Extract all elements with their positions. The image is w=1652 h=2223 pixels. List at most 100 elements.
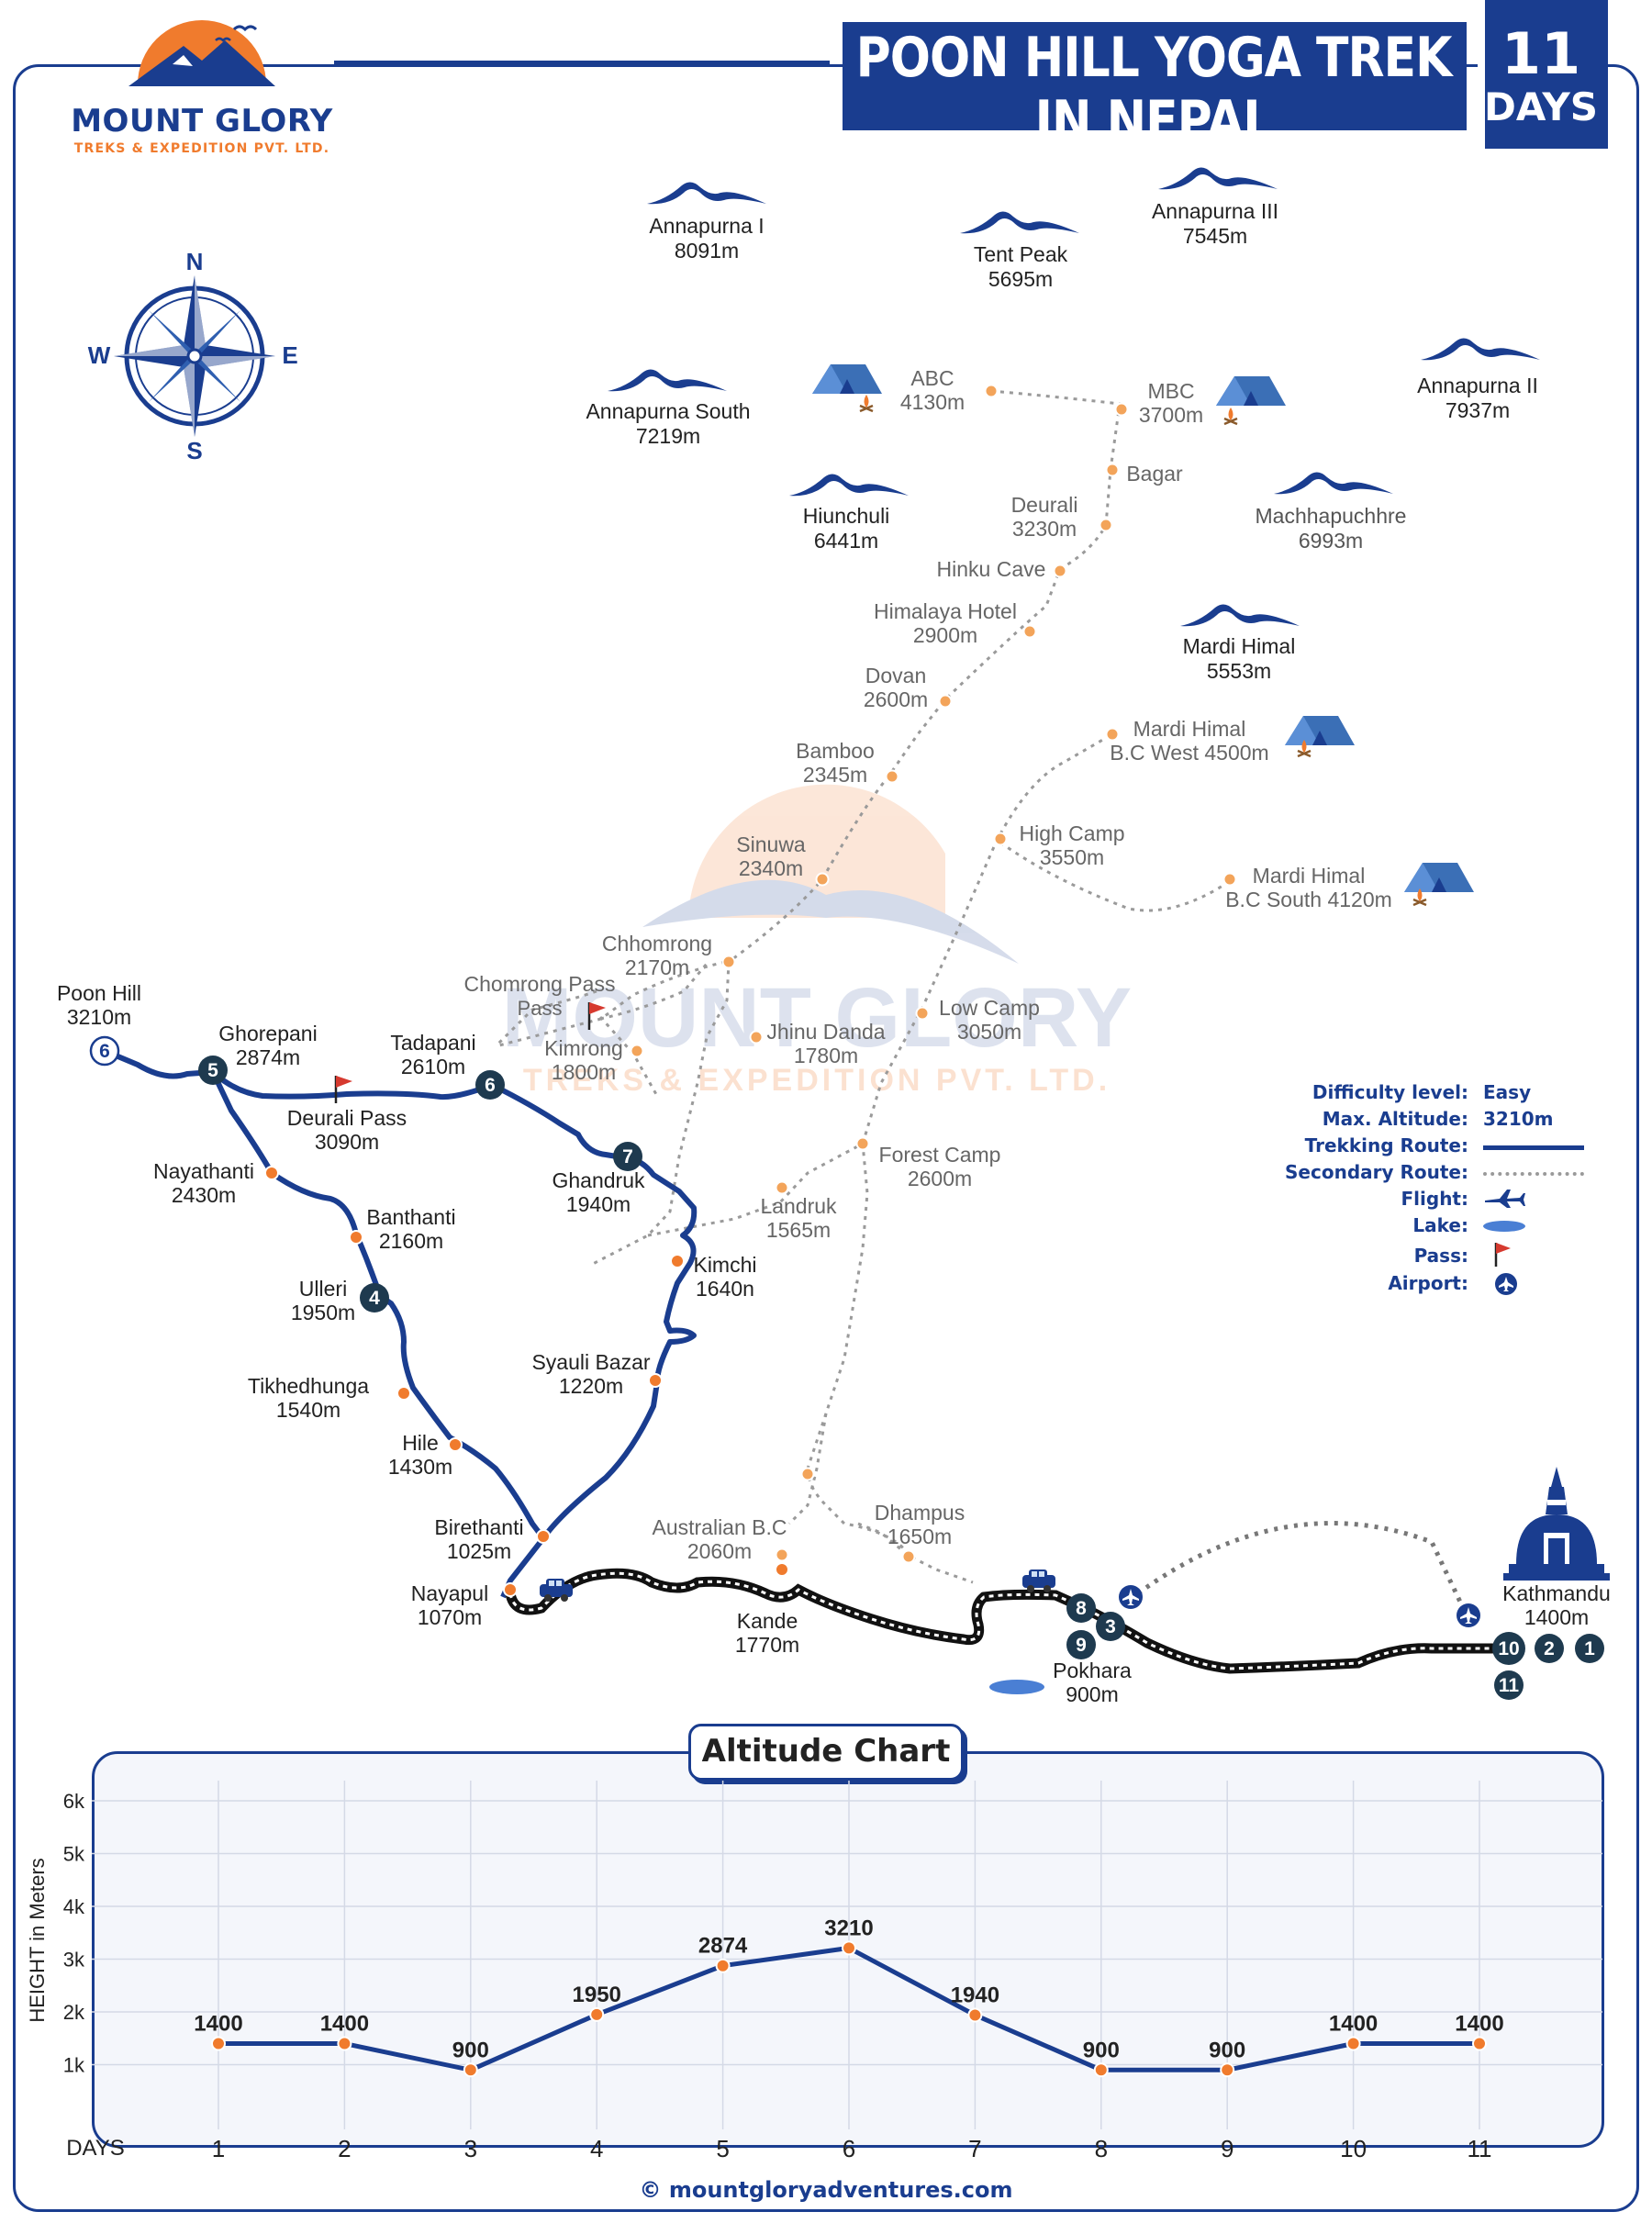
trek-route-east <box>103 1048 698 1599</box>
place-alt: 2610m <box>401 1055 465 1078</box>
place-alt: 3700m <box>1139 403 1203 427</box>
day-marker: 6 <box>99 1041 110 1062</box>
y-tick-label: 3k <box>63 1949 85 1972</box>
chart-grid <box>92 1781 1602 2129</box>
place-name: Himalaya Hotel <box>874 599 1017 623</box>
x-tick-label: 1 <box>212 2135 225 2162</box>
day-marker: 1 <box>1584 1638 1595 1659</box>
campfire-icon <box>858 393 875 413</box>
tent-icon <box>1285 716 1355 745</box>
x-tick-label: 9 <box>1221 2135 1233 2162</box>
place-name: Dovan <box>865 664 926 687</box>
chart-point <box>1093 2062 1109 2078</box>
x-tick-label: 2 <box>338 2135 351 2162</box>
place-alt: 2345m <box>803 763 867 787</box>
peak-alt: 5553m <box>1207 659 1271 683</box>
place-alt: 1540m <box>276 1398 340 1422</box>
page-title: POON HILL YOGA TREK IN NEPAL <box>855 27 1453 153</box>
place-name: Kimrong <box>544 1036 623 1060</box>
place-alt: 1430m <box>388 1455 452 1479</box>
footer: © mountgloryadventures.com <box>0 2177 1652 2203</box>
place-name: Chomrong Pass <box>464 972 616 996</box>
airport-icon <box>1495 1273 1517 1295</box>
stop-dots <box>630 384 1237 1564</box>
place-name: Australian B.C <box>652 1515 787 1539</box>
place-name: High Camp <box>1019 821 1124 845</box>
place-alt: 2600m <box>908 1167 972 1190</box>
car-icon <box>1022 1570 1055 1592</box>
secondary-route-swatch <box>1483 1172 1584 1176</box>
chart-point <box>1220 2062 1235 2078</box>
legend-flight: Flight: <box>1257 1188 1606 1214</box>
place-alt: 1800m <box>552 1060 616 1084</box>
page-frame <box>13 64 1639 2212</box>
place-alt: 2430m <box>172 1183 236 1207</box>
place-alt: 2170m <box>625 955 689 979</box>
place-labels: ABC 4130m MBC 3700m Bagar Deurali 3230m … <box>57 366 1611 1706</box>
place-alt: 4130m <box>900 390 965 414</box>
stupa-icon <box>1503 1467 1610 1581</box>
place-name: Ghandruk <box>552 1168 645 1192</box>
peak-name: Mardi Himal <box>1183 634 1296 658</box>
x-tick-label: 4 <box>590 2135 603 2162</box>
y-tick-label: 5k <box>63 1843 85 1866</box>
place-alt: 1650m <box>887 1525 952 1548</box>
chart-point <box>463 2062 478 2078</box>
data-label: 1940 <box>951 1983 999 2007</box>
place-alt: 900m <box>1066 1682 1119 1706</box>
place-name: Low Camp <box>939 996 1040 1020</box>
chart-point <box>715 1958 731 1973</box>
mountain-icon <box>1421 338 1540 361</box>
data-label: 900 <box>1083 2038 1120 2062</box>
place-alt: 1025m <box>447 1539 511 1563</box>
plane-icon <box>1485 1190 1525 1208</box>
flag-icon <box>334 1074 354 1105</box>
tent-icon <box>812 364 882 394</box>
place-alt: 1770m <box>735 1633 799 1657</box>
data-label: 2874 <box>698 1934 748 1959</box>
place-name: ABC <box>910 366 954 390</box>
compass-north: N <box>186 248 204 275</box>
trek-route-west <box>210 1070 546 1540</box>
peak-alt: 7219m <box>636 424 700 448</box>
day-marker: 9 <box>1076 1635 1087 1656</box>
place-name: Jhinu Danda <box>766 1020 885 1044</box>
place-name: Landruk <box>760 1194 837 1218</box>
place-name: Poon Hill <box>57 981 141 1005</box>
road <box>505 1568 1511 1674</box>
place-name: Deurali <box>1011 493 1078 517</box>
place-name: Forest Camp <box>879 1143 1001 1167</box>
title-banner <box>843 22 1467 130</box>
compass-icon <box>114 275 275 437</box>
chart-x-label: DAYS <box>66 2136 125 2161</box>
lake-icon <box>989 1680 1044 1694</box>
place-alt: 3210m <box>67 1005 131 1029</box>
day-marker: 2 <box>1544 1638 1555 1659</box>
website-link[interactable]: mountgloryadventures.com <box>668 2177 1013 2203</box>
x-tick-label: 10 <box>1340 2135 1367 2162</box>
compass-east: E <box>282 341 297 369</box>
peak-alt: 8091m <box>675 239 739 263</box>
peak-name: Hiunchuli <box>803 504 890 528</box>
place-alt: 3090m <box>315 1130 379 1154</box>
y-tick-label: 2k <box>63 2001 85 2024</box>
brand-name: MOUNT GLORY <box>71 103 333 140</box>
place-name: Syauli Bazar <box>531 1350 650 1374</box>
x-tick-label: 5 <box>716 2135 729 2162</box>
chart-point <box>1345 2036 1361 2051</box>
brand-tagline: TREKS & EXPEDITION PVT. LTD. <box>73 141 330 156</box>
data-label: 1400 <box>320 2012 369 2037</box>
peak-name: Annapurna III <box>1152 199 1278 223</box>
data-label: 1950 <box>573 1983 621 2007</box>
place-name: Mardi Himal <box>1253 864 1366 888</box>
y-tick-label: 4k <box>63 1895 85 1918</box>
place-alt: 2340m <box>739 856 803 880</box>
day-marker: 3 <box>1105 1616 1116 1637</box>
day-marker: 7 <box>622 1146 633 1167</box>
chart-point <box>1472 2036 1487 2051</box>
peak-name: Annapurna II <box>1417 374 1538 397</box>
peak-name: Annapurna South <box>586 399 750 423</box>
